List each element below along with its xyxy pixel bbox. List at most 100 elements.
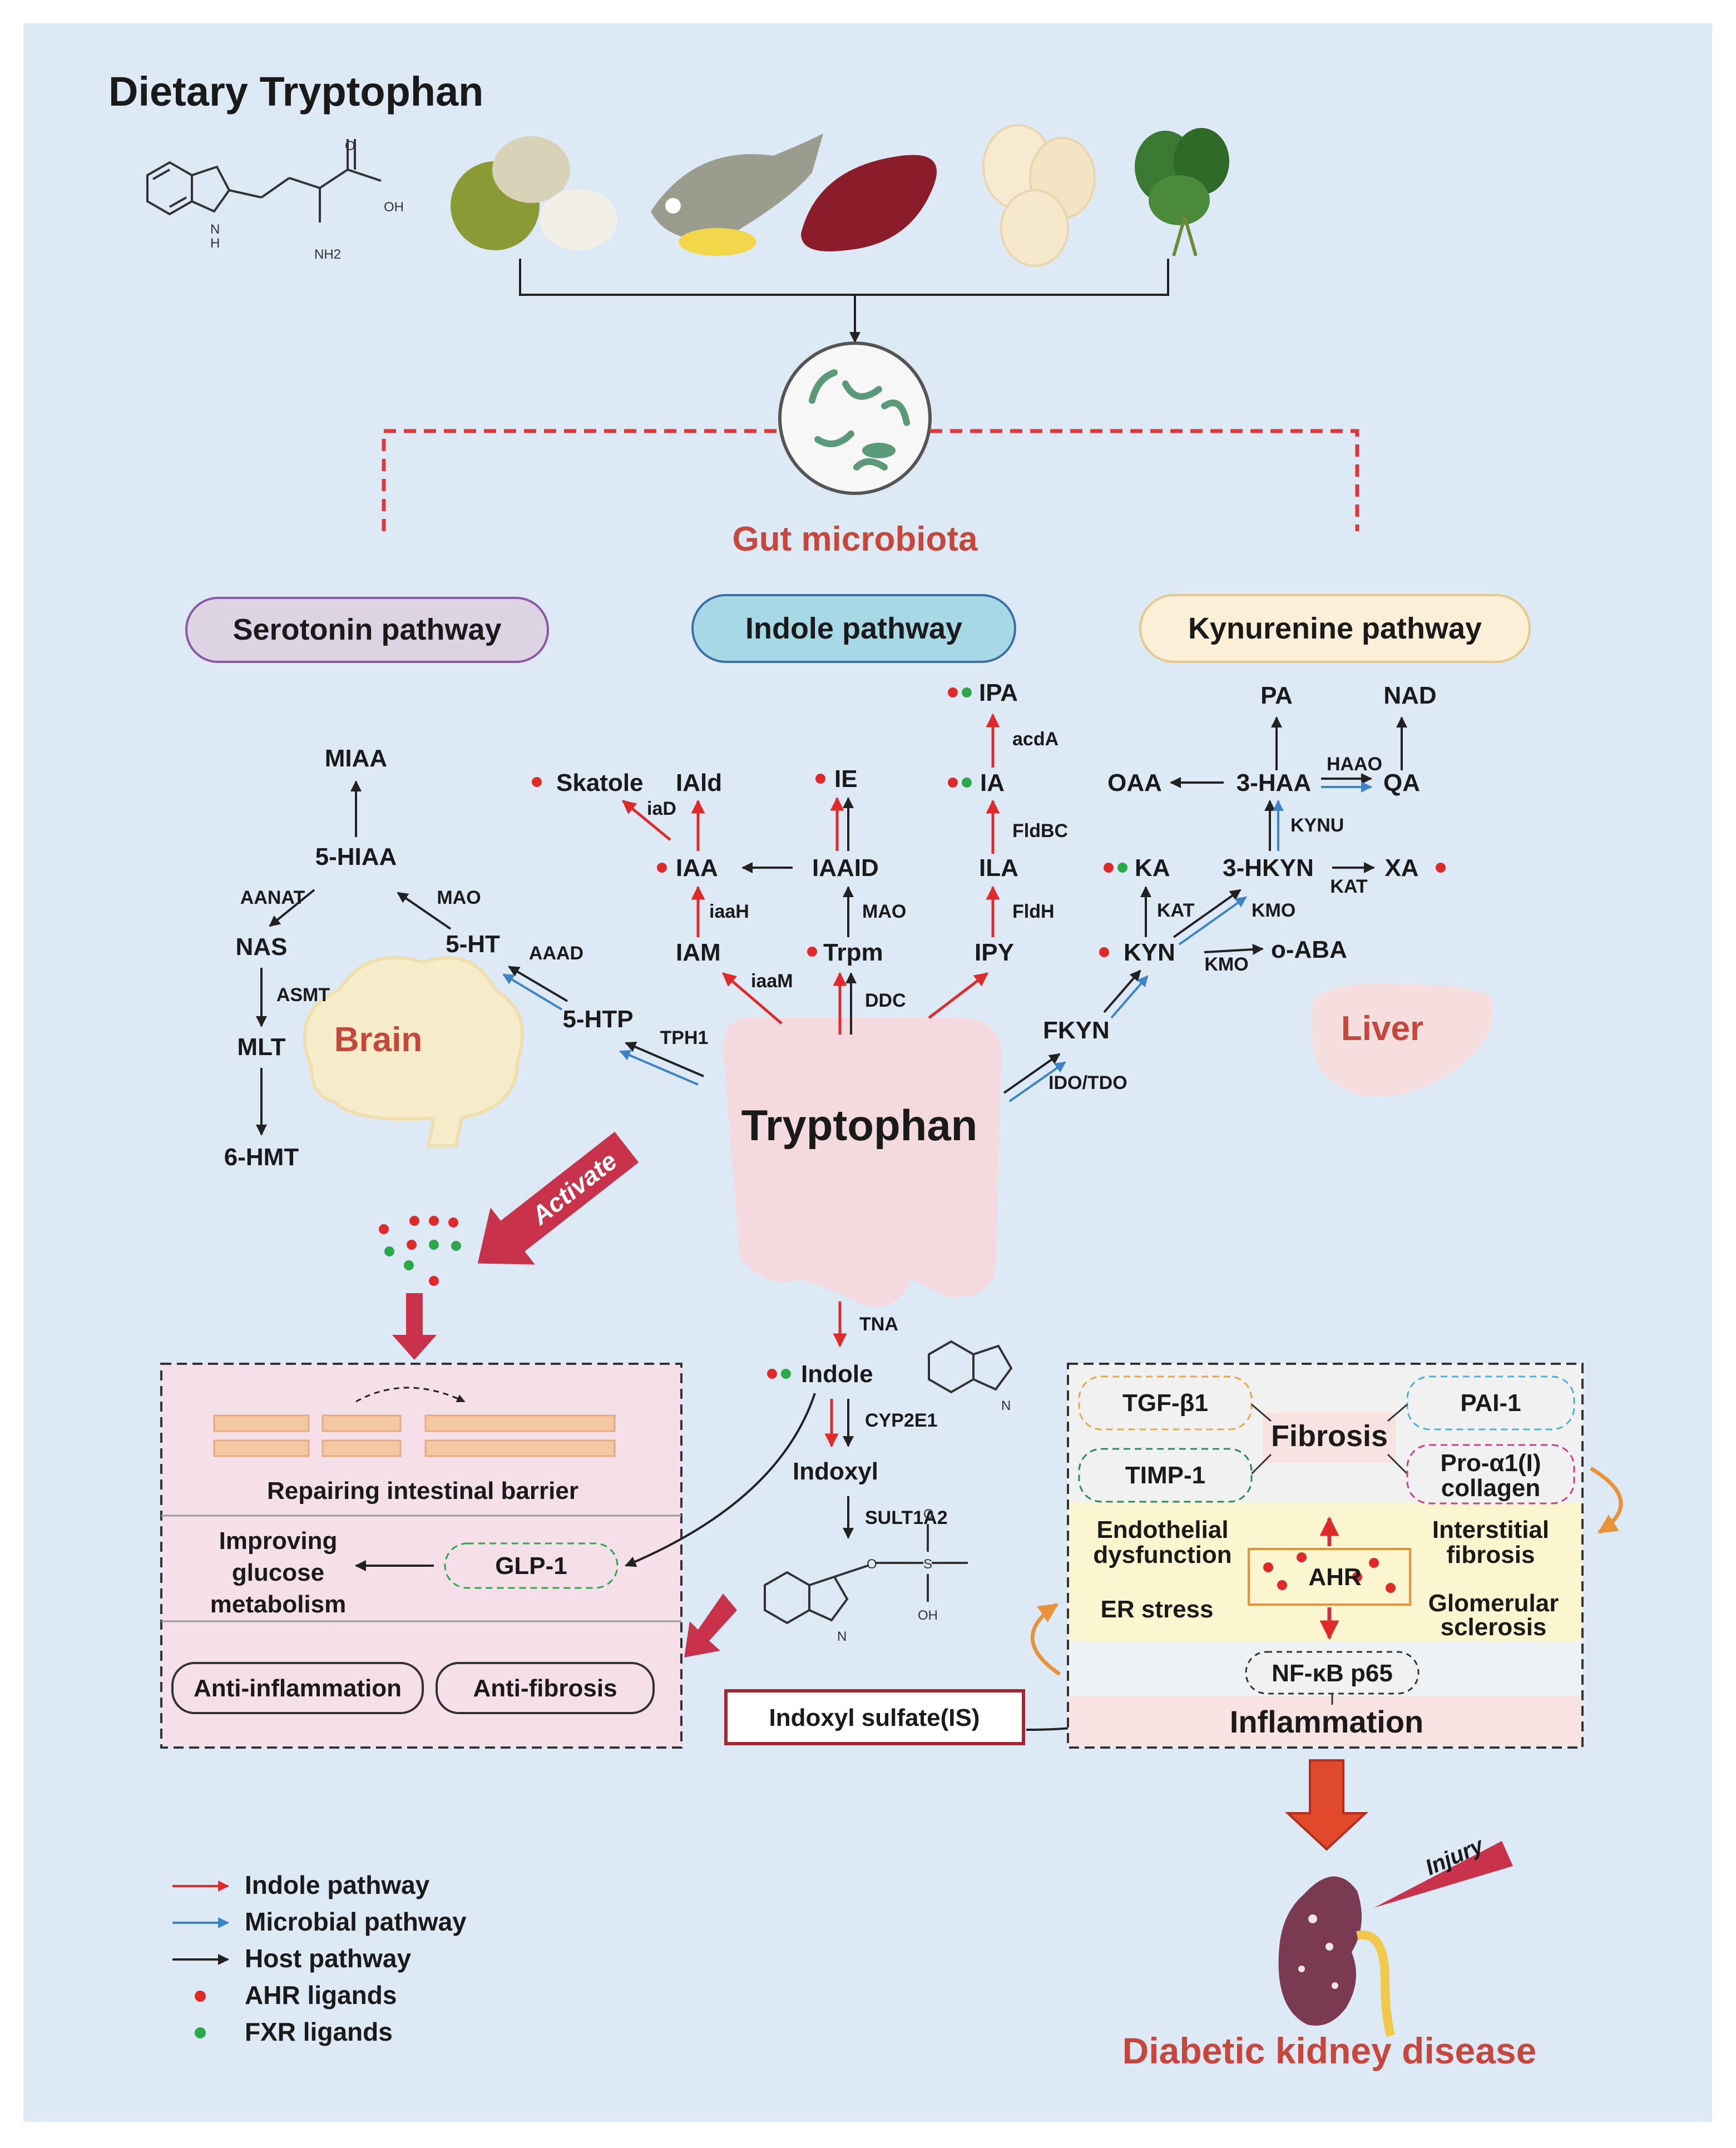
node-iam: IAM <box>676 939 721 966</box>
ligand-dots-ka <box>1104 863 1127 873</box>
endothelial-line1: Endothelial <box>1096 1516 1228 1543</box>
is-o-top-label: O <box>923 1507 934 1522</box>
anti-fibrosis-label: Anti-fibrosis <box>473 1675 617 1702</box>
enzyme-kmo-hkyn: KMO <box>1252 900 1295 921</box>
anti-fibrosis-box <box>436 1662 655 1714</box>
tgf-label: TGF-β1 <box>1122 1389 1208 1417</box>
ahr-box <box>1248 1548 1411 1606</box>
arrow-fkyn-kyn <box>1103 969 1149 1019</box>
node-3-haa: 3-HAA <box>1237 769 1311 796</box>
arrow-hkyn-haa <box>1264 800 1284 851</box>
indole-nh-label: N <box>1001 1398 1011 1413</box>
fibrosis-label: Fibrosis <box>1271 1419 1388 1453</box>
arrow-iaa-skatole <box>622 800 671 841</box>
legend-dot <box>195 2027 206 2038</box>
down-arrow-benefits <box>392 1293 437 1360</box>
enzyme-haao: HAAO <box>1327 754 1382 775</box>
inflammation-band <box>1069 1696 1581 1746</box>
intestinal-cells-icon <box>213 1414 616 1457</box>
legend-label: FXR ligands <box>245 2017 393 2046</box>
enzyme-cyp2e1: CYP2E1 <box>865 1410 937 1431</box>
is-nh-label: N <box>837 1629 847 1644</box>
liver-icon: Liver <box>1313 983 1493 1097</box>
down-arrow-kidney <box>1284 1759 1369 1851</box>
anti-inflammation-box <box>171 1662 424 1714</box>
enzyme-acda: acdA <box>1012 729 1059 750</box>
legend-label: AHR ligands <box>245 1981 397 2010</box>
node-ka: KA <box>1135 854 1170 882</box>
microbiota-circle <box>778 341 932 495</box>
disease-label: Diabetic kidney disease <box>1122 2030 1537 2071</box>
nfkb-label: NF-κB p65 <box>1272 1660 1393 1687</box>
enzyme-iaam: iaaM <box>751 971 793 992</box>
benefit-glucose-line3: metabolism <box>210 1591 347 1618</box>
indoxyl-sulfate-structure <box>764 1524 968 1625</box>
is-oh-label: OH <box>918 1608 938 1623</box>
ligand-dots-ipa <box>948 687 972 697</box>
node-ipa: IPA <box>979 679 1018 706</box>
node-indole: Indole <box>801 1360 873 1388</box>
node-iaaid: IAAID <box>812 854 879 882</box>
node-indoxyl: Indoxyl <box>793 1458 878 1485</box>
arrow-ht-hiaa <box>397 892 452 930</box>
node-ie: IE <box>834 765 858 793</box>
pai-box <box>1406 1375 1575 1431</box>
meat-icon <box>801 155 937 251</box>
indoxyl-sulfate-label: Indoxyl sulfate(IS) <box>769 1704 980 1731</box>
ligand-dot-trpm <box>807 947 817 957</box>
enzyme-tna: TNA <box>859 1314 898 1335</box>
kidney-icon <box>1278 1876 1395 2037</box>
serotonin-pathway-label: Serotonin pathway <box>233 613 501 646</box>
food-bracket <box>519 259 1169 343</box>
is-o-label: O <box>867 1557 877 1572</box>
orange-cycle-left <box>1030 1603 1061 1676</box>
ligand-dot-iaa <box>657 863 667 873</box>
enzyme-kmo-oaba: KMO <box>1204 954 1248 975</box>
enzyme-ddc: DDC <box>865 990 906 1011</box>
interstitial-line1: Interstitial <box>1432 1516 1549 1543</box>
node-pa: PA <box>1260 682 1293 709</box>
ligand-dot-ie <box>815 774 825 784</box>
tgf-box <box>1078 1375 1253 1431</box>
legend-item: Host pathway <box>172 1944 411 1973</box>
node-qa: QA <box>1383 769 1420 796</box>
node-6-hmt: 6-HMT <box>224 1144 299 1171</box>
glp1-label: GLP-1 <box>495 1552 567 1580</box>
node-miaa: MIAA <box>325 745 387 772</box>
benefit-glucose-line1: Improving <box>219 1527 338 1555</box>
anti-inflammation-label: Anti-inflammation <box>194 1675 402 1702</box>
chem-h-label: H <box>210 236 220 251</box>
enzyme-kat-ka: KAT <box>1157 900 1195 921</box>
enzyme-aanat: AANAT <box>240 887 305 908</box>
benefit-glucose-line2: glucose <box>232 1559 324 1586</box>
node-3-hkyn: 3-HKYN <box>1223 854 1314 882</box>
procollagen-line2: collagen <box>1441 1474 1541 1502</box>
page-title: Dietary Tryptophan <box>108 68 483 115</box>
kynurenine-pathway-label: Kynurenine pathway <box>1188 612 1482 645</box>
node-mlt: MLT <box>237 1033 285 1061</box>
ahr-ligand-dots <box>1263 1552 1396 1593</box>
node-skatole: Skatole <box>556 769 644 796</box>
chem-nh2-label: NH2 <box>314 247 341 262</box>
enzyme-sult1a2: SULT1A2 <box>865 1507 948 1528</box>
arrow-iaaid-ie <box>830 796 854 851</box>
node-5-htp: 5-HTP <box>562 1006 633 1033</box>
chem-oh-label: OH <box>384 200 404 215</box>
fish-icon <box>651 133 823 256</box>
node-nad: NAD <box>1383 682 1436 709</box>
legend-label: Microbial pathway <box>245 1907 467 1936</box>
intestine-icon <box>723 1017 1001 1307</box>
enzyme-fldh: FldH <box>1012 901 1055 922</box>
enzyme-iaah: iaaH <box>709 901 749 922</box>
node-ia: IA <box>980 769 1005 796</box>
arrow-hiaa-nas <box>269 889 315 927</box>
node-nas: NAS <box>236 933 288 961</box>
gut-microbiota-label: Gut microbiota <box>733 520 978 558</box>
arrow-trp-trpm <box>833 972 857 1035</box>
legend-item: Microbial pathway <box>172 1907 467 1936</box>
chem-nh-label: N <box>210 222 220 237</box>
legend-dot <box>195 1991 206 2002</box>
